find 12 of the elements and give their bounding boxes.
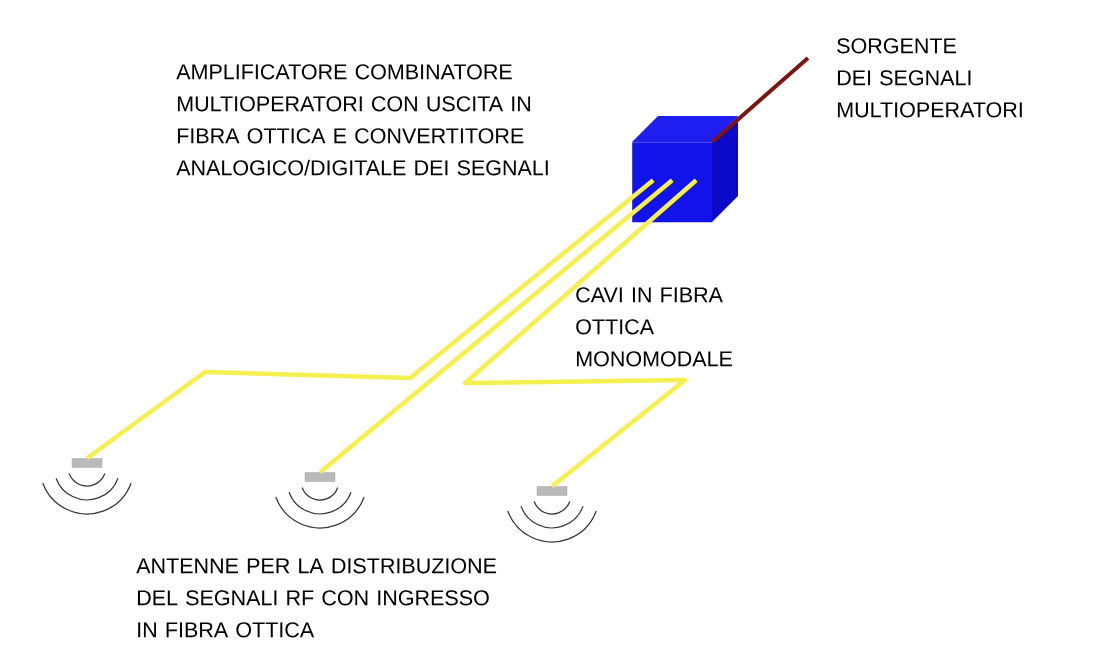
antenna-drawing (42, 458, 132, 515)
fiber-cable (318, 178, 674, 475)
cube (632, 116, 738, 223)
source-text: SORGENTE DEI SEGNALI MULTIOPERATORI (837, 38, 1022, 118)
label-text: AMPLIFICATORE COMBINATORE MULTIOPERATORI CON USCITA IN FIBRA OTTICA E CONVERTITORE ANALOGICO/DIGITALE DEI SEGNALI (176, 64, 548, 176)
antenna-drawing (275, 472, 365, 529)
label-text: ANTENNE PER LA DISTRIBUZIONE DEL SEGNALI RF CON INGRESSO IN FIBRA OTTICA (136, 558, 497, 638)
label-text: CAVI IN FIBRA OTTICA MONOMODALE (576, 287, 732, 367)
antenna-drawing (507, 486, 597, 543)
fiber-cable (462, 178, 698, 489)
fiber-cable (711, 56, 810, 144)
fiber-cable (85, 178, 655, 461)
